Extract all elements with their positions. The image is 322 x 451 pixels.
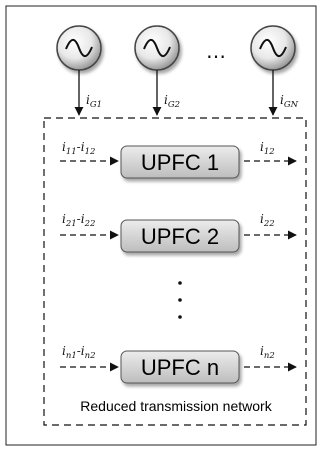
upfc-2-label: UPFC 2 [141,224,219,249]
generator-n-current: iGN [280,93,299,110]
generator-ellipsis: … [206,39,226,63]
upfc-n-output-current: in2 [260,344,275,361]
upfc-block-n: in1-in2 UPFC n in2 [60,344,297,384]
upfc-1-input-current: i11-i12 [62,140,95,157]
generator-2-current: iG2 [164,93,180,110]
upfc-1-output-current: i12 [260,140,275,157]
sine-wave-icon [65,38,93,58]
generator-n [250,25,296,71]
upfc-2-output-current: i22 [260,212,275,229]
generator-1 [56,25,102,71]
generator-2 [134,25,180,71]
upfc-vertical-ellipsis [178,281,182,319]
network-boundary [43,117,307,426]
upfc-1-label: UPFC 1 [141,150,219,175]
generator-1-current: iG1 [86,93,102,110]
upfc-n-label: UPFC n [141,355,219,380]
upfc-2-input-current: i21-i22 [62,212,95,229]
upfc-block-2: i21-i22 UPFC 2 i22 [60,212,297,253]
network-label: Reduced transmission network [80,398,272,414]
outer-frame [5,5,317,446]
upfc-block-1: i11-i12 UPFC 1 i12 [60,140,297,179]
sine-wave-icon [259,38,287,58]
sine-wave-icon [143,38,171,58]
upfc-n-input-current: in1-in2 [62,344,96,361]
